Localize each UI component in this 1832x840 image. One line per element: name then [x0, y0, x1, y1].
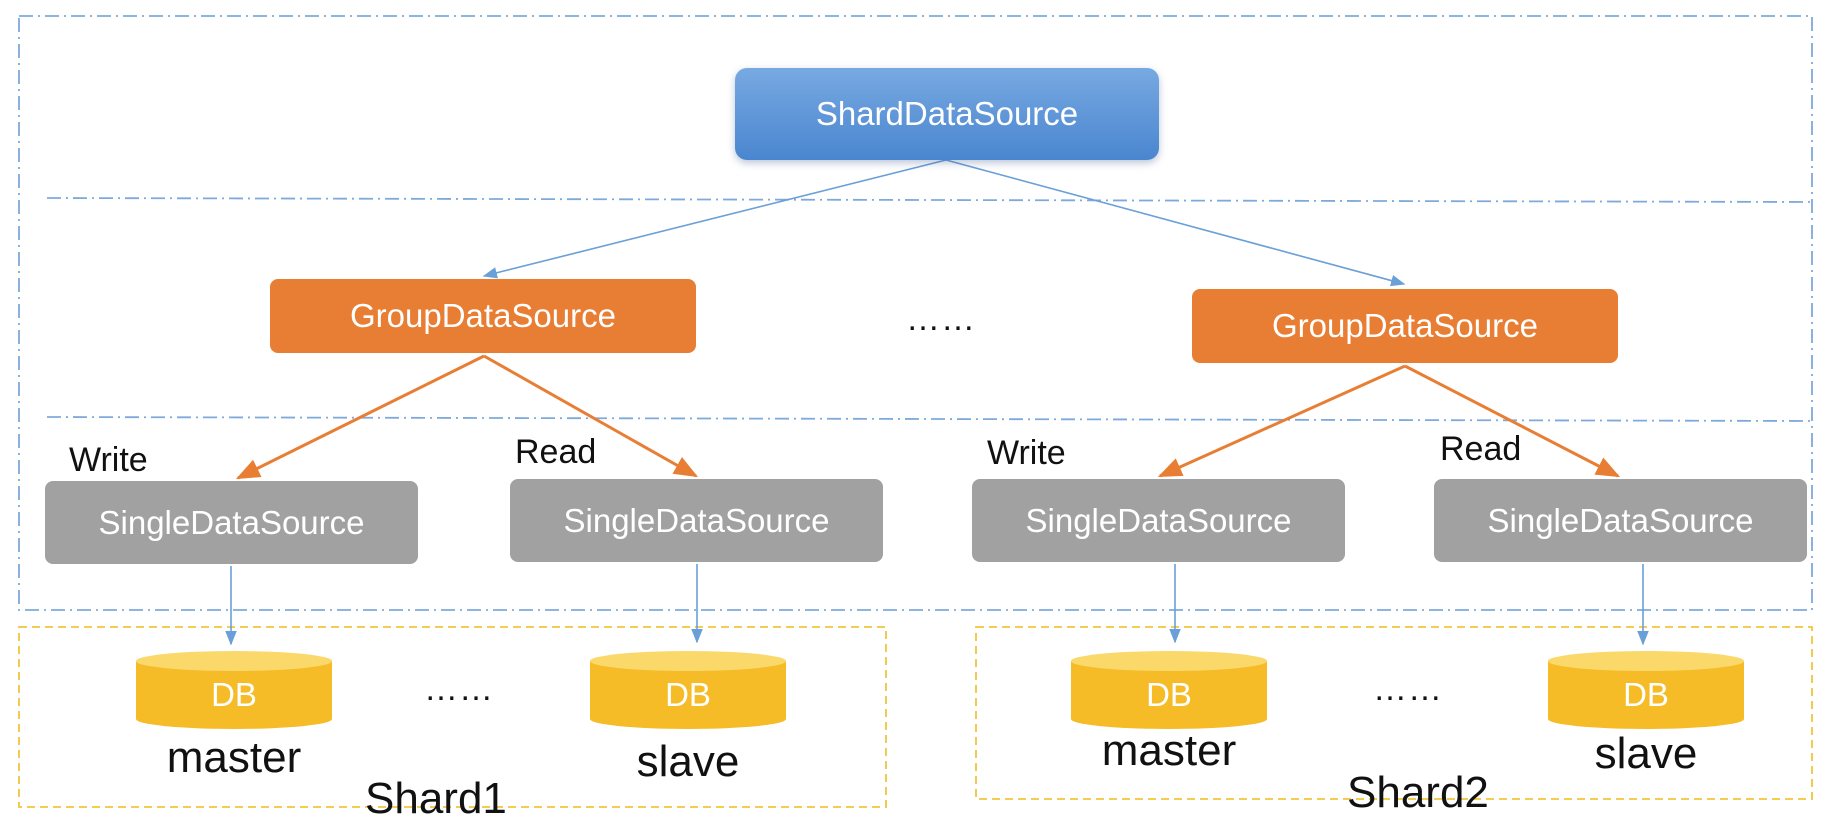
db-label: DB [665, 676, 711, 713]
write-role-label: Write [69, 441, 148, 479]
group-datasource-node-2: GroupDataSource [1192, 289, 1618, 363]
shard-datasource-label: ShardDataSource [815, 95, 1079, 132]
group-ellipsis: …… [906, 300, 976, 338]
db-cylinder-icon-3 [1071, 651, 1267, 729]
db-cylinder-icon-1 [136, 651, 332, 729]
single-datasource-node-3: SingleDataSource [972, 479, 1345, 562]
root-to-group1-connector [482, 159, 947, 279]
db-ellipsis: …… [424, 670, 494, 708]
db-name-master: master [166, 733, 302, 782]
db-cylinder-icon-2 [590, 651, 786, 729]
db-name-slave: slave [636, 737, 740, 786]
single-datasource-node-4: SingleDataSource [1434, 479, 1807, 562]
single-datasource-label: SingleDataSource [1487, 501, 1754, 539]
group2-to-read-connector [1404, 364, 1621, 478]
group-datasource-label: GroupDataSource [1272, 307, 1538, 344]
shard-datasource-node: ShardDataSource [735, 68, 1159, 160]
db-label: DB [1623, 676, 1669, 713]
shard2-label: Shard2 [1347, 768, 1489, 817]
db-label: DB [211, 676, 257, 713]
single-datasource-node-2: SingleDataSource [510, 479, 883, 562]
db-label: DB [1146, 676, 1192, 713]
group1-to-write-connector [235, 354, 485, 480]
group-datasource-node-1: GroupDataSource [270, 279, 696, 353]
read-role-label: Read [515, 433, 597, 471]
db-ellipsis: …… [1373, 670, 1443, 708]
single-datasource-label: SingleDataSource [563, 501, 830, 539]
single-datasource-label: SingleDataSource [98, 503, 365, 541]
shard1-frame [18, 626, 887, 808]
group1-to-read-connector [483, 354, 699, 478]
db-name-master: master [1101, 726, 1237, 775]
group-datasource-label: GroupDataSource [350, 297, 616, 334]
group2-to-write-connector [1157, 364, 1406, 478]
root-to-group2-connector [945, 159, 1406, 287]
db-name-slave: slave [1594, 729, 1698, 778]
write-role-label: Write [987, 434, 1066, 472]
layer-separator-1 [46, 197, 1813, 203]
layer-separator-2 [46, 416, 1813, 422]
db-cylinder-icon-4 [1548, 651, 1744, 729]
shard2-frame [975, 626, 1813, 800]
datasource-layer-frame [18, 15, 1813, 611]
single-datasource-node-1: SingleDataSource [45, 481, 418, 564]
shard1-label: Shard1 [365, 774, 507, 823]
read-role-label: Read [1440, 430, 1522, 468]
single-datasource-label: SingleDataSource [1025, 501, 1292, 539]
